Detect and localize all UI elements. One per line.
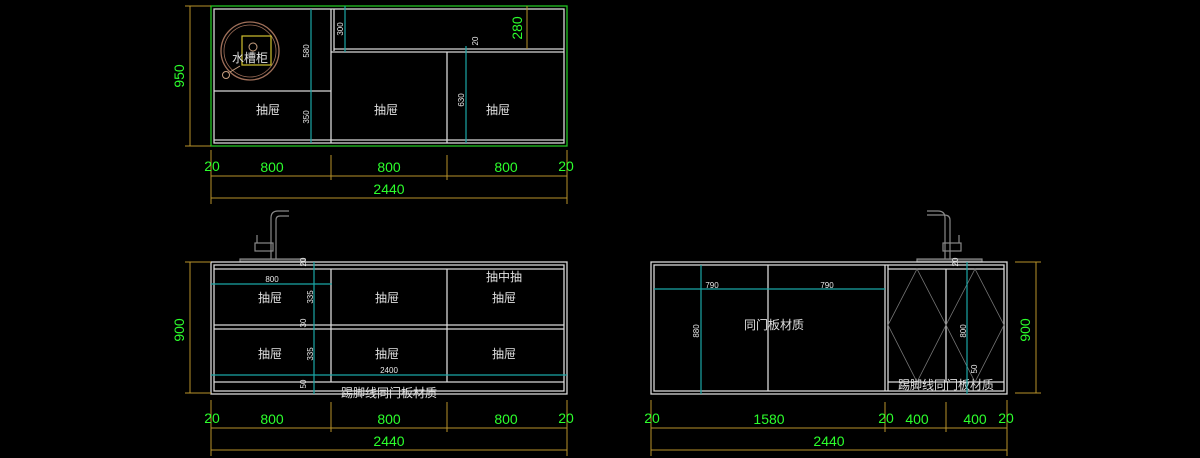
faucet-icon	[239, 210, 306, 263]
side-view: 同门板材质 踢脚线同门板材质 790 790 880 20 800 50 900…	[644, 210, 1041, 456]
dim-790: 790	[820, 281, 834, 290]
drawer-label: 抽屉	[492, 291, 516, 305]
dim-280: 280	[509, 16, 525, 40]
dim-800: 800	[959, 324, 968, 338]
dim-335: 335	[306, 290, 315, 304]
front-view: 抽屉 抽屉 抽屉 抽中抽 抽屉 抽屉 抽屉 踢脚线同门板材质 20 800 33…	[171, 210, 574, 456]
dim-20: 20	[299, 257, 308, 266]
dim-300: 300	[336, 22, 345, 36]
dim-790: 790	[705, 281, 719, 290]
drawer-label: 抽屉	[258, 291, 282, 305]
width-dim: 20	[204, 158, 220, 174]
width-dim: 20	[558, 158, 574, 174]
kickboard-label: 踢脚线同门板材质	[341, 385, 437, 400]
drawer-label: 抽屉	[374, 103, 398, 117]
width-dim: 800	[260, 411, 284, 427]
dim-630: 630	[457, 93, 466, 107]
dim-30: 30	[299, 318, 308, 327]
drawer-label: 抽屉	[258, 347, 282, 361]
drawer-label: 抽屉	[375, 347, 399, 361]
top-view: 水槽柜 抽屉 抽屉 抽屉 580 350 300 20 630 280 950 …	[171, 5, 574, 204]
width-dim: 400	[905, 411, 929, 427]
width-dim: 20	[878, 410, 894, 426]
drawer-label: 抽屉	[375, 291, 399, 305]
faucet-icon	[916, 210, 983, 263]
width-dim: 800	[377, 411, 401, 427]
drawer-label: 抽屉	[256, 103, 280, 117]
width-dim: 20	[204, 410, 220, 426]
dim-350: 350	[302, 110, 311, 124]
dim-2400: 2400	[380, 366, 398, 375]
dim-20: 20	[471, 36, 480, 45]
total-width-dim: 2440	[373, 433, 404, 449]
dim-20: 20	[951, 257, 960, 266]
door-swing-icon	[945, 268, 1005, 383]
dim-580: 580	[302, 44, 311, 58]
height-dim: 900	[171, 318, 187, 342]
dim-800: 800	[265, 275, 279, 284]
width-dim: 800	[494, 411, 518, 427]
door-swing-icon	[887, 268, 947, 383]
width-dim: 20	[644, 410, 660, 426]
width-dim: 800	[377, 159, 401, 175]
sink-cabinet-label: 水槽柜	[232, 51, 268, 65]
dim-880: 880	[692, 324, 701, 338]
kickboard-label: 踢脚线同门板材质	[898, 377, 994, 392]
width-dim: 800	[494, 159, 518, 175]
width-dim: 20	[998, 410, 1014, 426]
dim-50: 50	[970, 364, 979, 373]
drawer-label: 抽屉	[492, 347, 516, 361]
height-dim: 900	[1017, 318, 1033, 342]
width-dim: 1580	[753, 411, 784, 427]
total-width-dim: 2440	[813, 433, 844, 449]
total-width-dim: 2440	[373, 181, 404, 197]
top-outline	[210, 5, 568, 147]
drawer-label: 抽屉	[486, 103, 510, 117]
dim-50: 50	[299, 379, 308, 388]
sink-icon	[220, 21, 280, 81]
door-material-label: 同门板材质	[744, 317, 804, 332]
width-dim: 400	[963, 411, 987, 427]
width-dim: 20	[558, 410, 574, 426]
drawer-in-drawer-label: 抽中抽	[486, 269, 522, 284]
width-dim: 800	[260, 159, 284, 175]
height-dim: 950	[171, 64, 187, 88]
dim-335: 335	[306, 347, 315, 361]
